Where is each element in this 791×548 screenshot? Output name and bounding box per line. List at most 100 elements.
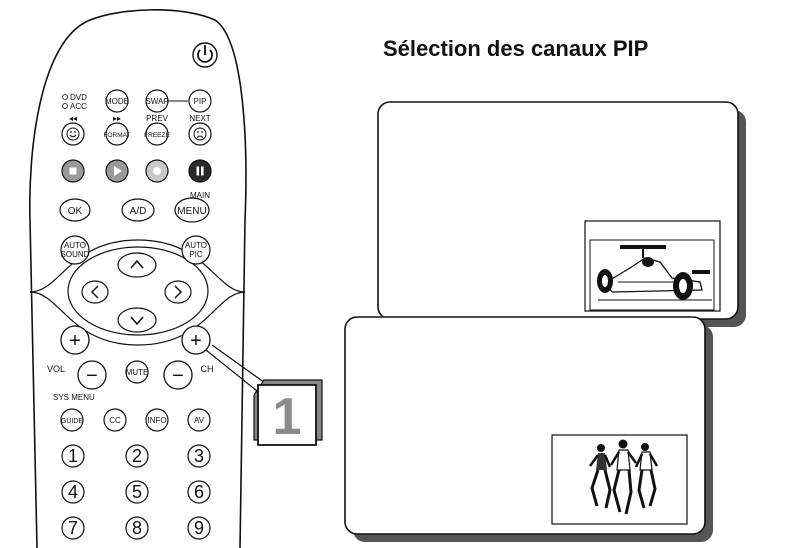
ad-label: A/D — [130, 206, 147, 217]
arrow-up-button[interactable] — [117, 252, 157, 278]
pip-button[interactable]: PIP — [188, 89, 212, 113]
arrow-right-icon — [174, 285, 183, 299]
vol-label: VOL — [47, 364, 65, 374]
menu-label: MENU — [177, 206, 206, 217]
record-button[interactable] — [145, 159, 169, 183]
digit-2-button[interactable]: 2 — [125, 444, 149, 468]
ok-label: OK — [68, 206, 83, 217]
digit-5-button[interactable]: 5 — [125, 480, 149, 504]
sys-menu-label: SYS MENU — [53, 393, 95, 402]
remote-control: DVD ACC MODE SWAP PIP ◂◂ ▸▸ PREV NEXT — [28, 9, 247, 548]
stop-button[interactable] — [61, 159, 85, 183]
digit-9-button[interactable]: 9 — [187, 516, 211, 540]
power-button[interactable] — [192, 42, 218, 68]
smiley-happy-icon — [66, 127, 80, 141]
mode-label: MODE — [105, 97, 129, 106]
digit-label: 6 — [194, 482, 204, 502]
arrow-right-button[interactable] — [164, 280, 192, 304]
rewind-label: ◂◂ — [69, 114, 77, 123]
auto-pic-label-1: AUTO — [185, 241, 207, 250]
volume-up-icon: + — [69, 330, 81, 352]
digit-1-button[interactable]: 1 — [61, 444, 85, 468]
digit-7-button[interactable]: 7 — [61, 516, 85, 540]
prev-label: PREV — [146, 114, 168, 123]
ad-button[interactable]: A/D — [121, 198, 155, 222]
arrow-down-button[interactable] — [117, 307, 157, 333]
tv-screen-bottom — [344, 316, 713, 542]
mute-button[interactable]: MUTE — [125, 360, 149, 384]
volume-up-button[interactable]: + — [60, 325, 90, 355]
play-icon — [114, 166, 122, 176]
play-button[interactable] — [105, 159, 129, 183]
volume-down-button[interactable]: − — [77, 360, 107, 390]
pause-icon — [196, 166, 204, 176]
digit-6-button[interactable]: 6 — [187, 480, 211, 504]
cc-button[interactable]: CC — [103, 408, 127, 432]
digit-3-button[interactable]: 3 — [187, 444, 211, 468]
digit-label: 1 — [68, 446, 78, 466]
digit-label: 4 — [68, 482, 78, 502]
digit-label: 8 — [132, 518, 142, 538]
acc-label: ACC — [70, 102, 87, 111]
smiley-sad-icon — [193, 127, 207, 141]
channel-down-button[interactable]: − — [163, 360, 193, 390]
digit-4-button[interactable]: 4 — [61, 480, 85, 504]
mute-label: MUTE — [126, 368, 149, 377]
volume-down-icon: − — [86, 365, 98, 387]
info-label: INFO — [147, 416, 166, 425]
digit-label: 7 — [68, 518, 78, 538]
smiley-sad-button[interactable] — [188, 122, 212, 146]
digit-label: 5 — [132, 482, 142, 502]
swap-button[interactable]: SWAP — [145, 89, 169, 113]
pip-window-bottom — [551, 434, 688, 525]
pip-window-top — [584, 220, 721, 312]
pause-button[interactable] — [188, 159, 212, 183]
race-car-image — [597, 245, 712, 301]
channel-up-button[interactable]: + — [181, 325, 211, 355]
format-label: FORMAT — [104, 132, 131, 139]
arrow-up-icon — [130, 259, 144, 269]
auto-pic-button[interactable]: AUTO PIC — [181, 235, 211, 265]
arrow-left-button[interactable] — [81, 280, 109, 304]
arrow-down-icon — [130, 316, 144, 326]
next-label: NEXT — [189, 114, 210, 123]
format-button[interactable]: FORMAT — [104, 122, 131, 146]
ch-label: CH — [201, 364, 214, 374]
smiley-happy-button[interactable] — [61, 122, 85, 146]
channel-down-icon: − — [172, 365, 184, 387]
main-label: MAIN — [190, 191, 210, 200]
step-number: 1 — [273, 388, 302, 446]
stop-icon — [69, 167, 77, 175]
swap-label: SWAP — [145, 97, 168, 106]
page-title: Sélection des canaux PIP — [383, 36, 649, 61]
digit-label: 2 — [132, 446, 142, 466]
menu-button[interactable]: MENU — [174, 197, 210, 223]
freeze-label: FREEZE — [144, 132, 170, 139]
auto-sound-label-1: AUTO — [64, 241, 86, 250]
mode-button[interactable]: MODE — [105, 89, 129, 113]
cc-label: CC — [109, 416, 121, 425]
dvd-label: DVD — [70, 93, 87, 102]
freeze-button[interactable]: FREEZE — [144, 122, 170, 146]
digit-8-button[interactable]: 8 — [125, 516, 149, 540]
auto-pic-label-2: PIC — [189, 250, 203, 259]
forward-label: ▸▸ — [113, 114, 121, 123]
av-label: AV — [194, 416, 205, 425]
auto-sound-button[interactable]: AUTO SOUND — [60, 235, 90, 265]
dvd-indicator — [62, 94, 68, 100]
av-button[interactable]: AV — [187, 408, 211, 432]
ok-button[interactable]: OK — [59, 198, 91, 222]
digit-label: 3 — [194, 446, 204, 466]
navigation-ring — [67, 246, 209, 336]
guide-button[interactable]: GUIDE — [60, 408, 84, 432]
info-button[interactable]: INFO — [145, 408, 169, 432]
runners-image — [588, 439, 659, 515]
acc-indicator — [62, 103, 68, 109]
power-icon — [197, 45, 213, 63]
arrow-left-icon — [90, 285, 99, 299]
guide-label: GUIDE — [61, 418, 84, 425]
pip-label: PIP — [194, 97, 207, 106]
tv-screen-top — [377, 101, 746, 327]
step-callout: 1 — [205, 344, 323, 446]
